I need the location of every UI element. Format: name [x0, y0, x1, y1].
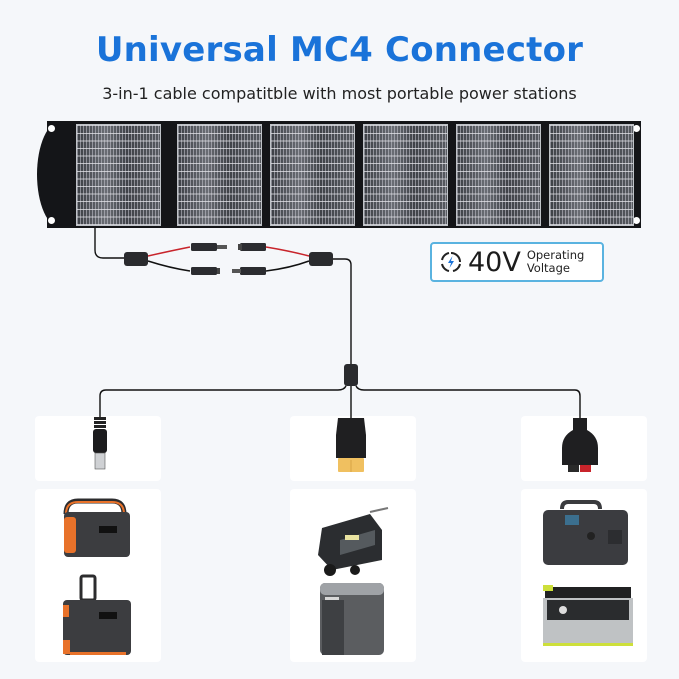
- power-station-icon: [318, 507, 389, 576]
- voltage-label-line1: Operating: [526, 248, 585, 262]
- anderson-connector-icon: [562, 418, 598, 472]
- power-station-icon: [63, 574, 131, 655]
- xt60-connector-icon: [336, 418, 366, 472]
- grommet-icon: [633, 217, 640, 224]
- power-station-icon: [543, 585, 633, 646]
- solar-cell: [456, 124, 541, 226]
- solar-cell: [76, 124, 161, 226]
- power-station-icon: [320, 583, 384, 655]
- solar-cell: [363, 124, 448, 226]
- y-splitter-left: [124, 252, 148, 266]
- grommet-icon: [633, 125, 640, 132]
- solar-cell: [270, 124, 355, 226]
- operating-voltage-badge: 40V Operating Voltage: [430, 242, 604, 282]
- mc4-connector-icon: [191, 267, 217, 275]
- power-station-icon: [543, 500, 628, 565]
- y-splitter-right: [309, 252, 333, 266]
- solar-cell: [177, 124, 262, 226]
- mc4-connector-icon: [191, 243, 217, 251]
- page-subtitle: 3-in-1 cable compatitble with most porta…: [102, 84, 577, 103]
- grommet-icon: [48, 217, 55, 224]
- solar-panel: [37, 121, 641, 228]
- dc-barrel-connector-icon: [93, 417, 107, 470]
- solar-cell: [549, 124, 634, 226]
- lightning-bolt-icon: [441, 252, 461, 272]
- voltage-label: Operating Voltage: [527, 249, 585, 275]
- power-station-icon: [63, 498, 130, 557]
- grommet-icon: [48, 125, 55, 132]
- voltage-value: 40V: [468, 246, 521, 278]
- page-title: Universal MC4 Connector: [95, 30, 584, 70]
- voltage-label-line2: Voltage: [526, 261, 570, 275]
- mc4-connector-icon: [240, 267, 266, 275]
- mc4-connector-icon: [240, 243, 266, 251]
- three-way-splitter: [344, 364, 358, 386]
